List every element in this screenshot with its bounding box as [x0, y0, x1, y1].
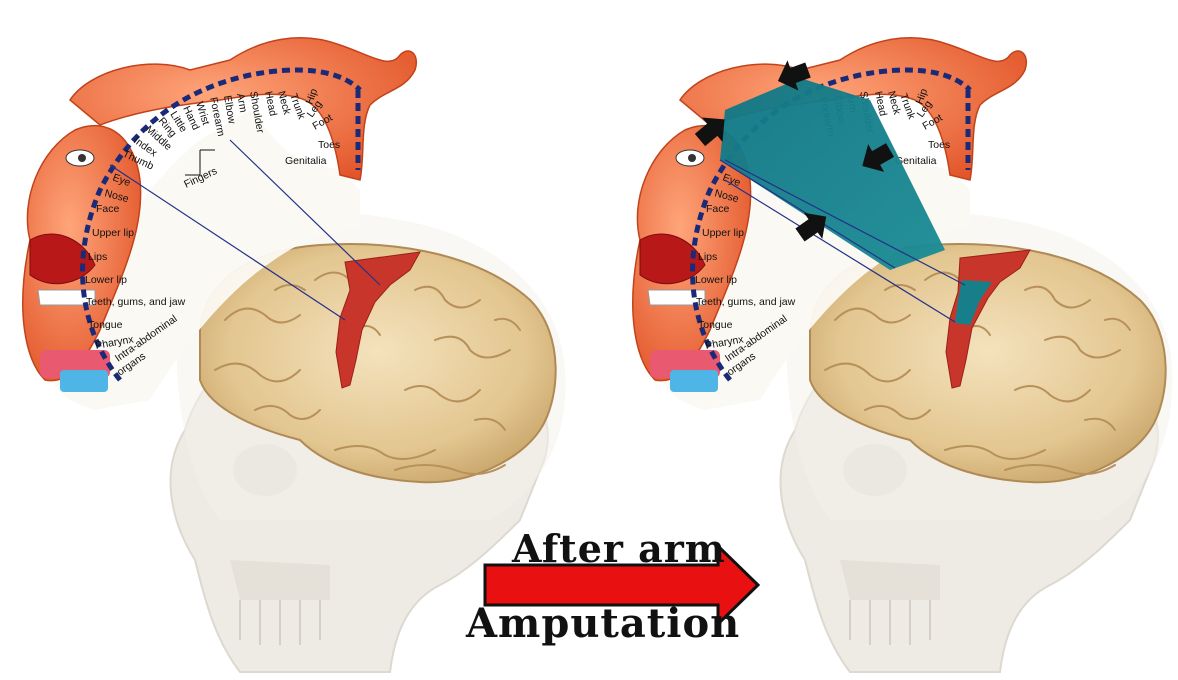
label-teeth: Teeth, gums, and jaw: [86, 296, 186, 308]
label-tongue: Tongue: [698, 319, 733, 331]
label-genitalia: Genitalia: [285, 155, 327, 167]
caption-amputation: Amputation: [466, 600, 740, 647]
label-toes: Toes: [318, 139, 340, 151]
label-lower-lip: Lower lip: [695, 274, 737, 286]
label-toes: Toes: [928, 139, 950, 151]
label-upper-lip: Upper lip: [92, 227, 134, 239]
label-upper-lip: Upper lip: [702, 227, 744, 239]
label-lips: Lips: [698, 251, 717, 263]
label-face: Face: [706, 203, 730, 215]
label-face: Face: [96, 203, 120, 215]
label-tongue: Tongue: [88, 319, 123, 331]
label-lower-lip: Lower lip: [85, 274, 127, 286]
caption-after-arm: After arm: [512, 526, 726, 571]
label-lips: Lips: [88, 251, 107, 263]
label-teeth: Teeth, gums, and jaw: [696, 296, 796, 308]
